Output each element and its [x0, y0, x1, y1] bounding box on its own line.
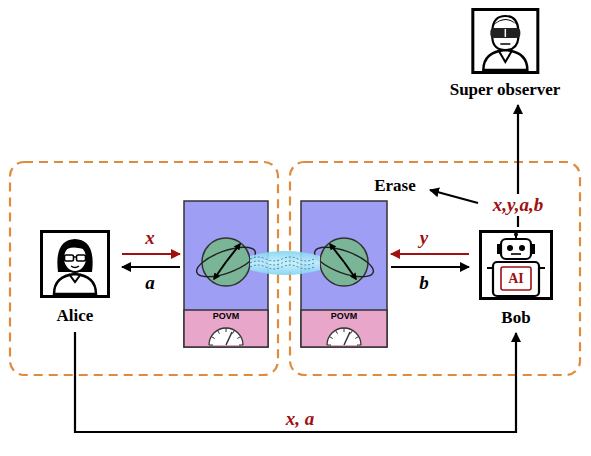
signal-label: b: [419, 273, 429, 293]
alice-icon: [42, 232, 109, 297]
signal-label: y: [420, 228, 428, 248]
arrow-connector: [75, 332, 516, 432]
device-drawing: [183, 200, 269, 348]
icon-drawing: [447, 8, 564, 74]
alice-lab-region: [10, 162, 278, 375]
node-label: Alice: [40, 306, 110, 326]
arrow-connector: [391, 253, 469, 255]
signal-label: x, a: [283, 408, 318, 430]
signal-label: x,y,a,b: [490, 194, 546, 216]
person-node: Alice: [40, 230, 110, 326]
node-label: Super observer: [447, 80, 564, 100]
super-observer-icon: [473, 10, 538, 73]
icon-drawing: [40, 230, 110, 298]
povm-label: POVM: [300, 311, 388, 322]
signal-label: x: [145, 228, 155, 248]
robot-node: AI Bob: [479, 230, 553, 328]
measurement-device: [184, 201, 268, 347]
povm-label: POVM: [183, 311, 269, 322]
erase-arrow: [430, 190, 478, 203]
measurement-device: [301, 201, 387, 347]
icon-drawing: [479, 230, 553, 300]
signal-label: a: [145, 273, 155, 293]
bob-lab-region: [290, 162, 580, 375]
device-drawing: [300, 200, 388, 348]
robot-icon: [481, 232, 552, 299]
note-label: Erase: [374, 176, 416, 196]
chip-label: AI: [479, 267, 553, 290]
device-node: POVM: [183, 200, 269, 348]
observer-node: Super observer: [447, 8, 564, 100]
arrow-connector: [122, 253, 180, 255]
arrow-connector: [122, 266, 180, 268]
device-node: POVM: [300, 200, 388, 348]
node-label: Bob: [479, 308, 553, 328]
arrow-connector: [391, 266, 469, 268]
